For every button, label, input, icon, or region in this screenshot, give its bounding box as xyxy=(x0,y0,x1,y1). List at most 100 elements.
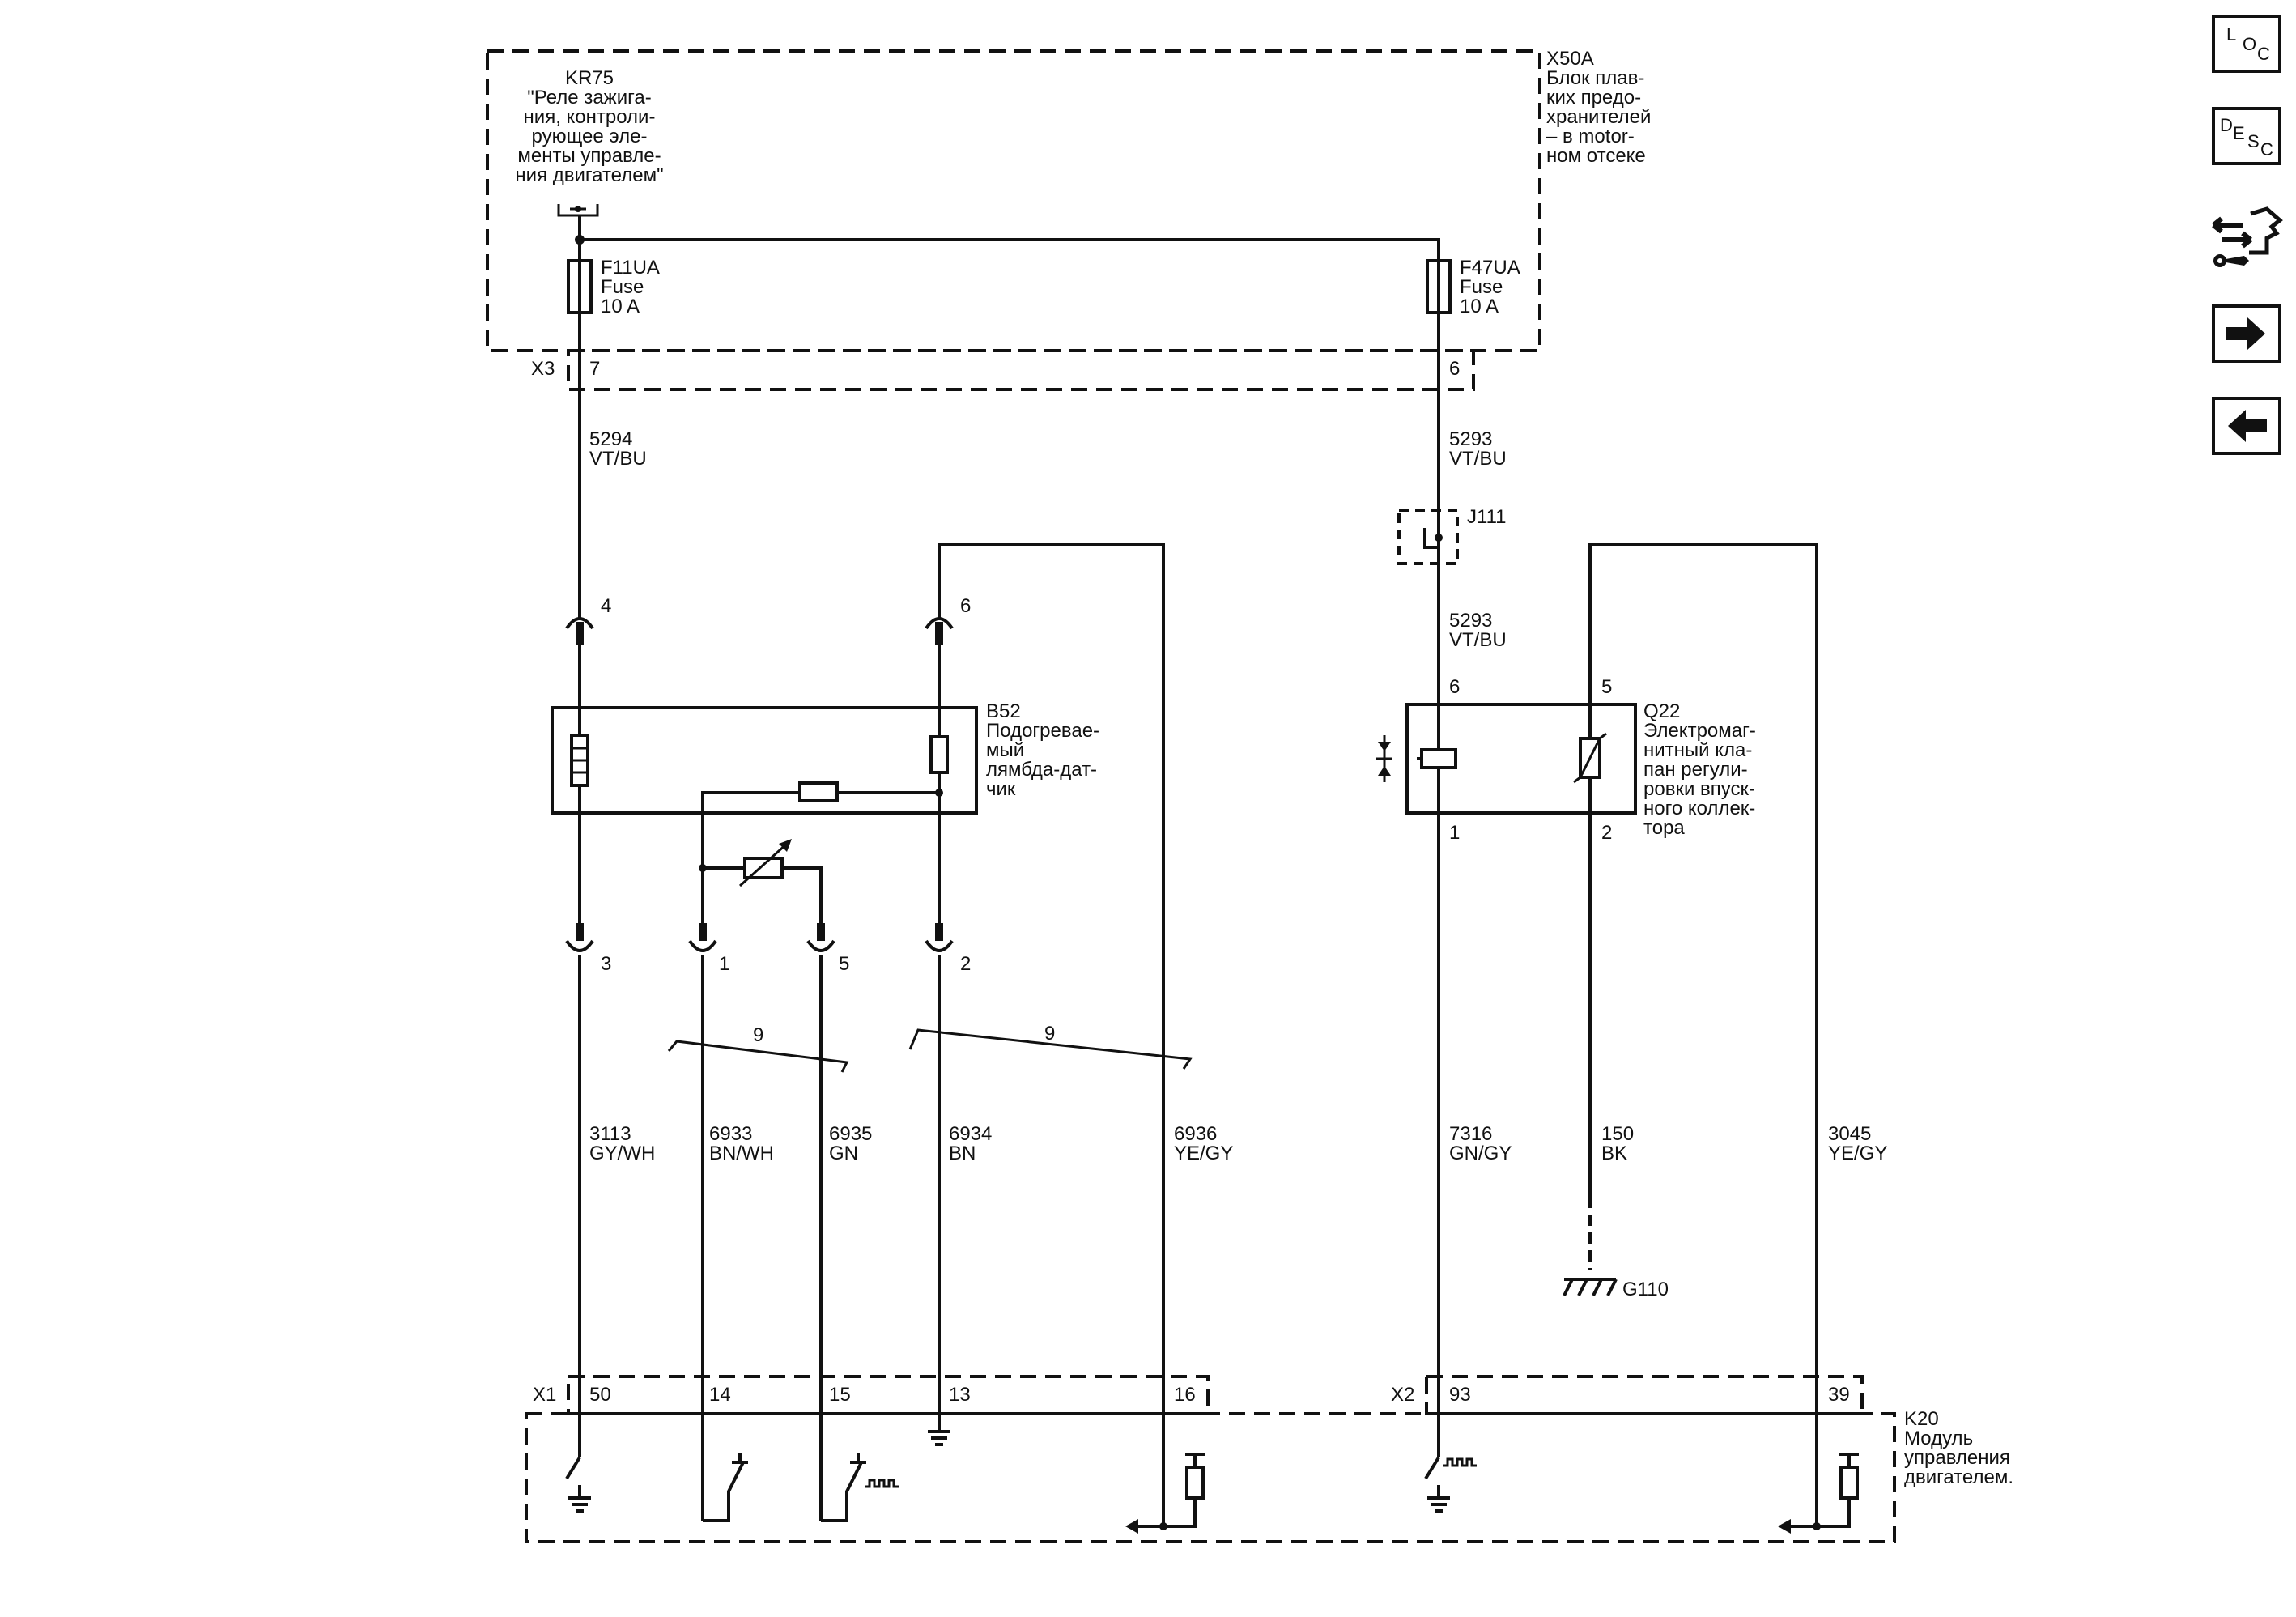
wire-5293b-circuit: 5293 xyxy=(1449,610,1492,632)
x3-pin-7: 7 xyxy=(589,358,600,380)
wire-7316-circuit: 7316 xyxy=(1449,1123,1492,1145)
g110-label: G110 xyxy=(1622,1279,1669,1300)
x1-pin-13: 13 xyxy=(949,1384,971,1406)
wire-3045-color: YE/GY xyxy=(1828,1143,1887,1164)
b52-pin-4-label: 4 xyxy=(601,595,611,617)
b52-pin-3-label: 3 xyxy=(601,953,611,975)
wire-6934-circuit: 6934 xyxy=(949,1123,992,1145)
connector-view-button[interactable] xyxy=(2210,201,2285,275)
connector-wrench-icon xyxy=(2212,206,2283,267)
kr75-desc-4: менты управле- xyxy=(517,145,661,167)
kr75-label: KR75 xyxy=(565,67,614,89)
f47ua-label: F47UA xyxy=(1460,257,1520,279)
x1-pin-16: 16 xyxy=(1174,1384,1196,1406)
x50a-desc-4: – в motor- xyxy=(1546,126,1635,147)
k20-pin-50-switch-ground-icon xyxy=(565,1456,591,1513)
svg-text:S: S xyxy=(2247,131,2260,151)
arrow-right-icon xyxy=(2226,317,2265,350)
wire-5294-color: VT/BU xyxy=(589,448,647,470)
wire-6935-color: GN xyxy=(829,1143,858,1164)
wire-150-color: BK xyxy=(1601,1143,1627,1164)
wire-5293a-circuit: 5293 xyxy=(1449,428,1492,450)
x50a-desc-1: Блок плав- xyxy=(1546,67,1644,89)
q22-diode xyxy=(1573,704,1607,813)
k20-label: K20 xyxy=(1904,1408,1939,1430)
next-page-button[interactable] xyxy=(2212,304,2281,363)
j111-splice xyxy=(1397,509,1459,565)
twisted-pair-2 xyxy=(908,1028,1193,1070)
wire-3113-color: GY/WH xyxy=(589,1143,655,1164)
arrow-left-icon xyxy=(2228,410,2267,442)
q22-pin-5-label: 5 xyxy=(1601,676,1612,698)
svg-text:L: L xyxy=(2226,24,2236,45)
k20-desc-3: двигателем. xyxy=(1904,1466,2013,1488)
q22-desc-5: ного коллек- xyxy=(1643,798,1755,819)
x50a-desc-3: хранителей xyxy=(1546,106,1651,128)
b52-label: B52 xyxy=(986,700,1021,722)
wire-7316-color: GN/GY xyxy=(1449,1143,1512,1164)
b52-pin-6-connector xyxy=(925,617,954,645)
f11ua-label: F11UA xyxy=(601,257,660,279)
wire-3113-circuit: 3113 xyxy=(589,1123,631,1145)
b52-pin-6-label: 6 xyxy=(960,595,971,617)
b52-pin-3-connector xyxy=(565,923,594,952)
b52-pin-4-connector xyxy=(565,617,594,645)
kr75-relay-contact-symbol xyxy=(557,204,599,217)
wire-6933-color: BN/WH xyxy=(709,1143,774,1164)
x50a-desc-5: ном отсеке xyxy=(1546,145,1646,167)
q22-label: Q22 xyxy=(1643,700,1680,722)
svg-text:O: O xyxy=(2243,34,2256,54)
wire-5293b-color: VT/BU xyxy=(1449,629,1507,651)
b52-pin-1-connector xyxy=(688,923,717,952)
b52-pin-1-label: 1 xyxy=(719,953,729,975)
twisted-pair-2-label: 9 xyxy=(1044,1023,1055,1045)
k20-pin-14-switch-icon xyxy=(703,1453,748,1522)
q22-desc-1: Электромаг- xyxy=(1643,720,1756,742)
x1-pin-14: 14 xyxy=(709,1384,731,1406)
kr75-desc-5: ния двигателем" xyxy=(515,164,663,186)
k20-pin-13-ground-icon xyxy=(928,1430,950,1446)
q22-pin-1-label: 1 xyxy=(1449,822,1460,844)
x50a-label: X50A xyxy=(1546,48,1594,70)
svg-text:C: C xyxy=(2260,139,2273,160)
b52-pin-2-connector xyxy=(925,923,954,952)
x3-label: X3 xyxy=(531,358,555,380)
b52-pin-5-label: 5 xyxy=(839,953,849,975)
wire-6933-circuit: 6933 xyxy=(709,1123,752,1145)
q22-desc-6: тора xyxy=(1643,817,1685,839)
wire-6936-circuit: 6936 xyxy=(1174,1123,1217,1145)
fuse-bus-wire xyxy=(578,215,1440,259)
g110-chassis-ground-icon xyxy=(1563,1278,1618,1296)
wire-6-to-shield xyxy=(938,543,1165,1526)
x1-connector-outline xyxy=(567,1375,1210,1415)
x2-label: X2 xyxy=(1391,1384,1414,1406)
b52-desc-2: мый xyxy=(986,739,1024,761)
k20-desc-1: Модуль xyxy=(1904,1428,1973,1449)
wire-5293a-color: VT/BU xyxy=(1449,448,1507,470)
desc-button[interactable]: D E S C xyxy=(2212,107,2281,165)
q22-desc-3: пан регули- xyxy=(1643,759,1748,781)
k20-pin-39-reference-icon xyxy=(1778,1453,1859,1534)
q22-pin-6-label: 6 xyxy=(1449,676,1460,698)
x2-connector-outline xyxy=(1425,1375,1864,1415)
prev-page-button[interactable] xyxy=(2212,397,2281,455)
f47ua-fuse xyxy=(1426,259,1452,314)
svg-text:E: E xyxy=(2233,123,2245,143)
j111-label: J111 xyxy=(1467,506,1506,528)
k20-ecm-outline xyxy=(525,1412,1896,1543)
svg-text:C: C xyxy=(2257,44,2270,64)
q22-desc-4: ровки впуск- xyxy=(1643,778,1755,800)
f47ua-rating: 10 A xyxy=(1460,296,1499,317)
kr75-desc-1: "Реле зажига- xyxy=(527,87,651,109)
k20-pin-93-pulse-switch-ground-icon xyxy=(1424,1456,1477,1513)
k20-pin-15-pulse-switch-icon xyxy=(821,1453,899,1522)
f47ua-type: Fuse xyxy=(1460,276,1503,298)
x1-pin-15: 15 xyxy=(829,1384,851,1406)
f11ua-type: Fuse xyxy=(601,276,644,298)
k20-pin-16-reference-icon xyxy=(1125,1453,1205,1534)
x1-pin-50: 50 xyxy=(589,1384,611,1406)
q22-pin-2-label: 2 xyxy=(1601,822,1612,844)
loc-button[interactable]: L O C xyxy=(2212,15,2281,73)
wire-6934-color: BN xyxy=(949,1143,976,1164)
